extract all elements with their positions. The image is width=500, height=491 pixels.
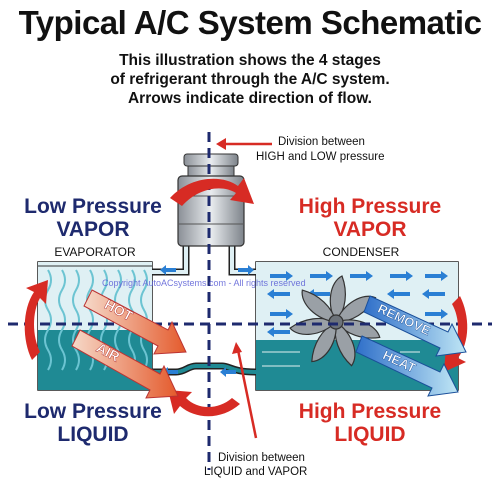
low-liquid-line-2: LIQUID [57,423,129,446]
condenser-label: CONDENSER [322,245,400,259]
low-liquid-line-1: Low Pressure [24,400,162,423]
hot-air-arrows [71,289,187,399]
low-vapor-line-1: Low Pressure [24,195,162,218]
division-bottom-line-1: Division between [218,452,305,464]
flow-direction-arrows [24,178,468,417]
low-vapor-line-2: VAPOR [56,218,130,241]
diagram-title: Typical A/C System Schematic [18,4,482,41]
subtitle-line-2: of refrigerant through the A/C system. [110,71,390,88]
high-liquid-line-1: High Pressure [298,400,442,423]
condenser-fan [289,275,381,367]
high-vapor-line-1: High Pressure [298,195,442,218]
evaporator-label: EVAPORATOR [54,245,136,259]
division-top-line-1: Division between [278,136,365,148]
division-pointers [216,138,272,439]
subtitle-line-3: Arrows indicate direction of flow. [127,90,372,107]
division-bottom-line-2: LIQUID and VAPOR [204,466,308,478]
condenser-liquid-lines [262,351,420,367]
copyright-watermark: Copyright AutoACsystems.com - All rights… [102,278,306,288]
high-vapor-line-2: VAPOR [333,218,407,241]
division-top-line-2: HIGH and LOW pressure [256,151,385,163]
remove-heat-arrows [355,295,467,397]
subtitle-line-1: This illustration shows the 4 stages [119,52,381,69]
high-liquid-line-2: LIQUID [334,423,406,446]
refrigerant-lines [152,246,257,377]
